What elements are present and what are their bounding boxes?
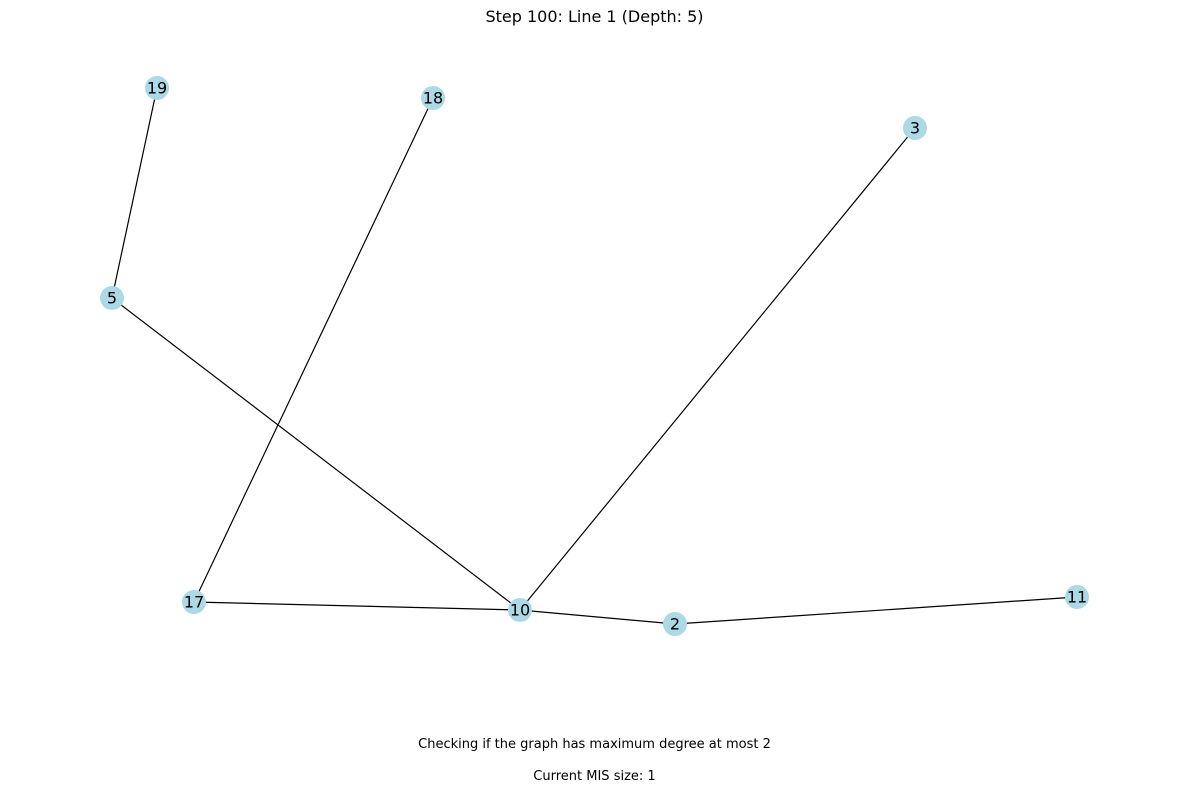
node-circle bbox=[100, 286, 124, 310]
status-caption: Checking if the graph has maximum degree… bbox=[418, 737, 771, 752]
node-circle bbox=[145, 76, 169, 100]
edges-layer bbox=[111, 87, 1078, 625]
edge-10-2 bbox=[519, 609, 676, 625]
node-circle bbox=[663, 612, 687, 636]
node-11: 11 bbox=[1065, 585, 1089, 609]
node-19: 19 bbox=[145, 76, 169, 100]
node-3: 3 bbox=[903, 116, 927, 140]
node-circle bbox=[421, 86, 445, 110]
edge-19-5 bbox=[111, 87, 158, 299]
node-circle bbox=[1065, 585, 1089, 609]
node-label: 10 bbox=[510, 601, 530, 620]
node-label: 11 bbox=[1067, 588, 1087, 607]
mis-size-caption: Current MIS size: 1 bbox=[533, 769, 656, 784]
node-circle bbox=[182, 590, 206, 614]
node-label: 18 bbox=[423, 89, 443, 108]
nodes-layer: 19 18 3 5 17 10 2 11 bbox=[100, 76, 1089, 636]
edge-5-10 bbox=[111, 297, 521, 611]
node-label: 5 bbox=[107, 289, 117, 308]
edge-2-11 bbox=[674, 596, 1078, 625]
node-label: 17 bbox=[184, 593, 204, 612]
node-17: 17 bbox=[182, 590, 206, 614]
node-circle bbox=[508, 598, 532, 622]
node-10: 10 bbox=[508, 598, 532, 622]
node-circle bbox=[903, 116, 927, 140]
edge-18-17 bbox=[193, 97, 434, 603]
node-label: 2 bbox=[670, 615, 680, 634]
node-5: 5 bbox=[100, 286, 124, 310]
node-label: 19 bbox=[147, 79, 167, 98]
edge-3-10 bbox=[519, 127, 916, 611]
node-label: 3 bbox=[910, 119, 920, 138]
node-2: 2 bbox=[663, 612, 687, 636]
edge-17-10 bbox=[193, 601, 521, 611]
node-18: 18 bbox=[421, 86, 445, 110]
figure-title: Step 100: Line 1 (Depth: 5) bbox=[485, 7, 704, 26]
